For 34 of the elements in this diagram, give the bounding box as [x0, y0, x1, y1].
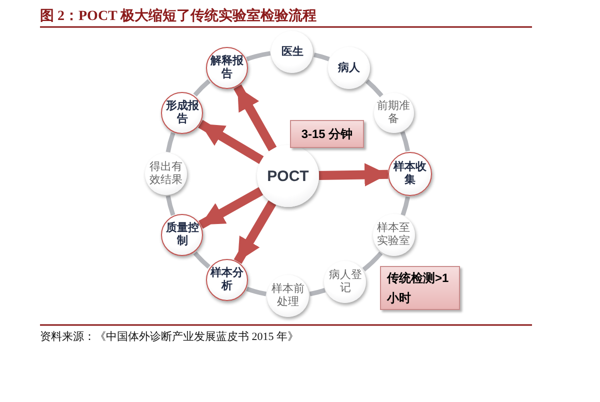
ring-segment	[314, 52, 330, 62]
ring-segment	[166, 195, 176, 216]
step-circle: 样本至实验室	[372, 214, 415, 256]
step-circle: 医生	[271, 31, 314, 74]
ring-segment	[366, 79, 384, 98]
time-box: 传统检测>1 小时	[380, 266, 460, 310]
ring-segment	[166, 132, 176, 153]
ring-segment	[193, 252, 210, 269]
step-circle: 样本分析	[206, 258, 248, 301]
step-circle: 形成报告	[161, 92, 204, 134]
ring-segment	[246, 51, 271, 62]
time-box: 3-15 分钟	[290, 120, 364, 148]
ring-segment	[400, 131, 410, 152]
step-circle: 前期准备	[374, 93, 414, 133]
ring-segment	[309, 288, 326, 296]
center-circle: POCT	[257, 145, 319, 207]
step-circle: 解释报告	[206, 47, 248, 90]
step-circle: 样本收集	[388, 152, 432, 196]
step-circle: 得出有效结果	[145, 153, 187, 195]
arrow	[318, 163, 388, 186]
step-circle: 质量控制	[161, 214, 204, 256]
arrow	[233, 84, 277, 152]
ring-segment	[193, 79, 210, 96]
figure-title: 图 2：POCT 极大缩短了传统实验室检验流程	[40, 7, 317, 25]
ring-segment	[246, 286, 267, 296]
step-circle: 病人登记	[324, 260, 366, 303]
arrow	[234, 200, 276, 264]
ring-segment	[362, 252, 383, 272]
arrow	[198, 187, 264, 229]
ring-segment	[400, 196, 410, 216]
step-circle: 病人	[328, 47, 370, 90]
arrow	[198, 120, 264, 164]
source-note: 资料来源：《中国体外诊断产业发展蓝皮书 2015 年》	[40, 330, 298, 344]
step-circle: 样本前处理	[267, 275, 309, 317]
